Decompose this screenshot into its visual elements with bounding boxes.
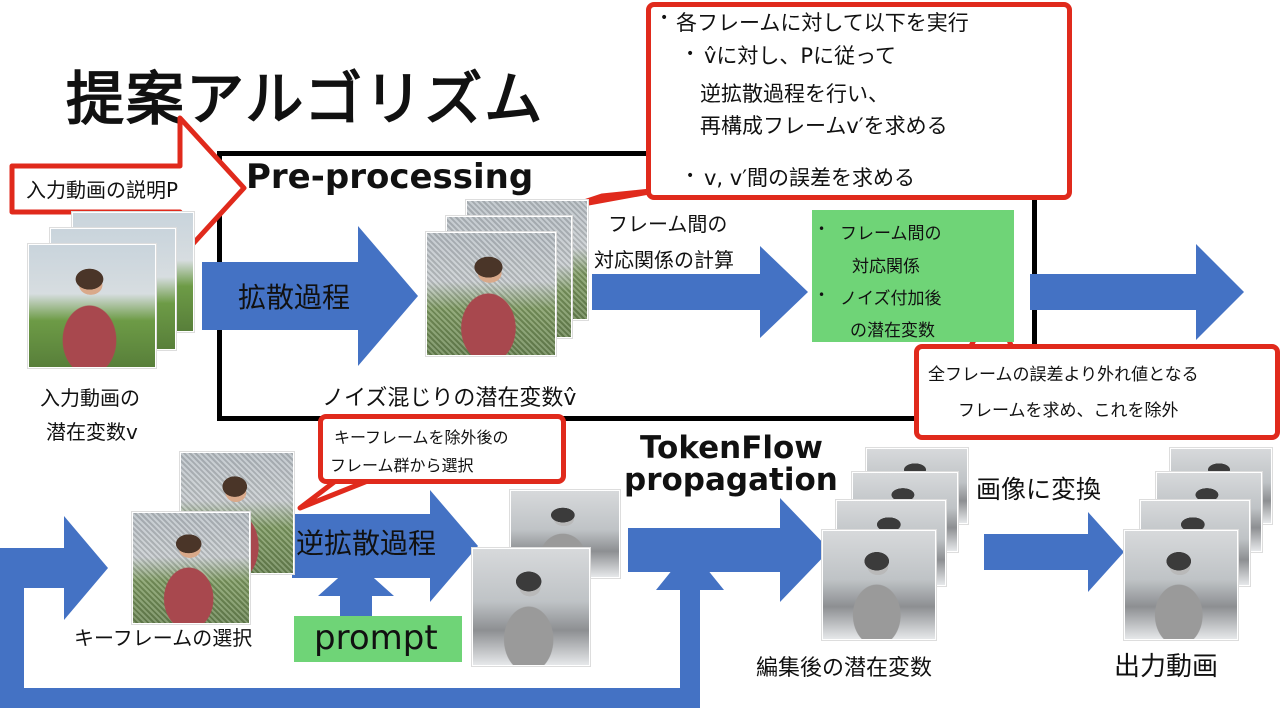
loop-entry-arrow — [0, 516, 108, 620]
callout-bullet-sub2: • — [686, 168, 695, 184]
correspondence-label-1: フレーム間の — [608, 212, 728, 236]
frame-reconstruction-callout — [646, 2, 1072, 200]
keyframe-callout — [318, 414, 566, 484]
callout-bullet-sub1: • — [686, 46, 695, 62]
diffusion-arrow — [202, 226, 418, 366]
tokenflow-arrow — [628, 498, 830, 602]
callout-line3: 逆拡散過程を行い、 — [700, 82, 889, 106]
edited-latent-frame-1 — [822, 530, 936, 640]
input-latent-label-2: 潜在変数v — [46, 420, 138, 444]
callout-line5: v, v′間の誤差を求める — [704, 166, 915, 190]
prompt-box — [294, 616, 462, 662]
input-description-label: 入力動画の説明P — [26, 178, 179, 202]
tokenflow-line2: propagation — [624, 462, 838, 498]
to-image-arrow — [984, 512, 1124, 592]
exit-arrow — [1030, 244, 1244, 340]
prompt-up-arrow — [318, 562, 394, 622]
correspondence-label-2: 対応関係の計算 — [594, 248, 734, 272]
preprocessing-result-box — [812, 210, 1014, 342]
callout-line2: v̂に対し、Pに従って — [704, 44, 897, 68]
keyframe-callout-line1: キーフレームを除外後の — [334, 428, 509, 447]
input-latent-label-1: 入力動画の — [40, 386, 140, 410]
output-label: 出力動画 — [1114, 652, 1219, 682]
green-item2-line2: の潜在変数 — [850, 321, 935, 341]
outlier-line2: フレームを求め、これを除外 — [958, 401, 1179, 421]
keyframe-1 — [132, 512, 250, 624]
to-image-label: 画像に変換 — [976, 475, 1102, 504]
keyframe-callout-line2: フレーム群から選択 — [330, 456, 474, 475]
callout-line1: 各フレームに対して以下を実行 — [676, 11, 969, 35]
diffusion-label: 拡散過程 — [238, 281, 351, 314]
callout-bullet-main: • — [660, 10, 669, 26]
green-item1-line2: 対応関係 — [852, 257, 920, 277]
input-frame-1 — [28, 244, 156, 368]
callout-line4: 再構成フレームv′を求める — [700, 114, 948, 138]
noisy-frame-1 — [426, 232, 556, 356]
page-title: 提案アルゴリズム — [66, 65, 545, 133]
reverse-diffusion-label: 逆拡散過程 — [296, 527, 437, 560]
edited-keyframe-1 — [472, 548, 590, 666]
noisy-latent-label: ノイズ混じりの潜在変数v̂ — [322, 386, 577, 411]
prompt-label: prompt — [314, 618, 438, 658]
outlier-line1: 全フレームの誤差より外れ値となる — [928, 365, 1199, 385]
green-bullet-2: • — [818, 288, 826, 302]
output-frame-1 — [1124, 530, 1238, 640]
tokenflow-line1: TokenFlow — [640, 430, 823, 466]
green-bullet-1: • — [818, 222, 826, 236]
green-item2-line1: ノイズ付加後 — [840, 289, 942, 309]
loop-return-path — [0, 548, 724, 708]
green-item1-line1: フレーム間の — [840, 224, 942, 244]
keyframe-label: キーフレームの選択 — [74, 626, 253, 650]
correspondence-arrow — [592, 246, 808, 338]
outlier-callout — [914, 344, 1280, 440]
reverse-diffusion-arrow — [292, 490, 478, 602]
edited-latent-label: 編集後の潜在変数 — [756, 656, 933, 681]
preprocessing-title: Pre-processing — [246, 157, 534, 197]
